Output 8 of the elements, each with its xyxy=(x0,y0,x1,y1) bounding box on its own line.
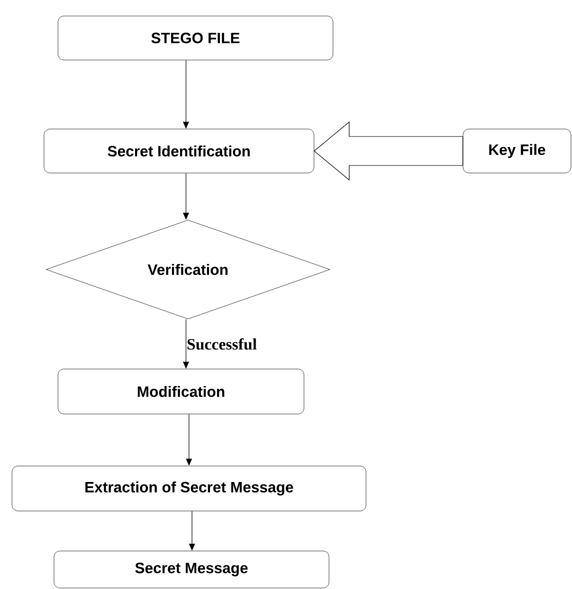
process-box: Key File xyxy=(462,128,572,174)
process-box: Secret Identification xyxy=(44,128,314,174)
process-box: Secret Message xyxy=(54,550,330,588)
process-box: STEGO FILE xyxy=(58,16,334,60)
edge-label: Successful xyxy=(188,338,257,350)
process-box: Modification xyxy=(58,368,304,414)
block-arrow xyxy=(314,121,464,181)
process-box: Extraction of Secret Message xyxy=(12,466,366,512)
